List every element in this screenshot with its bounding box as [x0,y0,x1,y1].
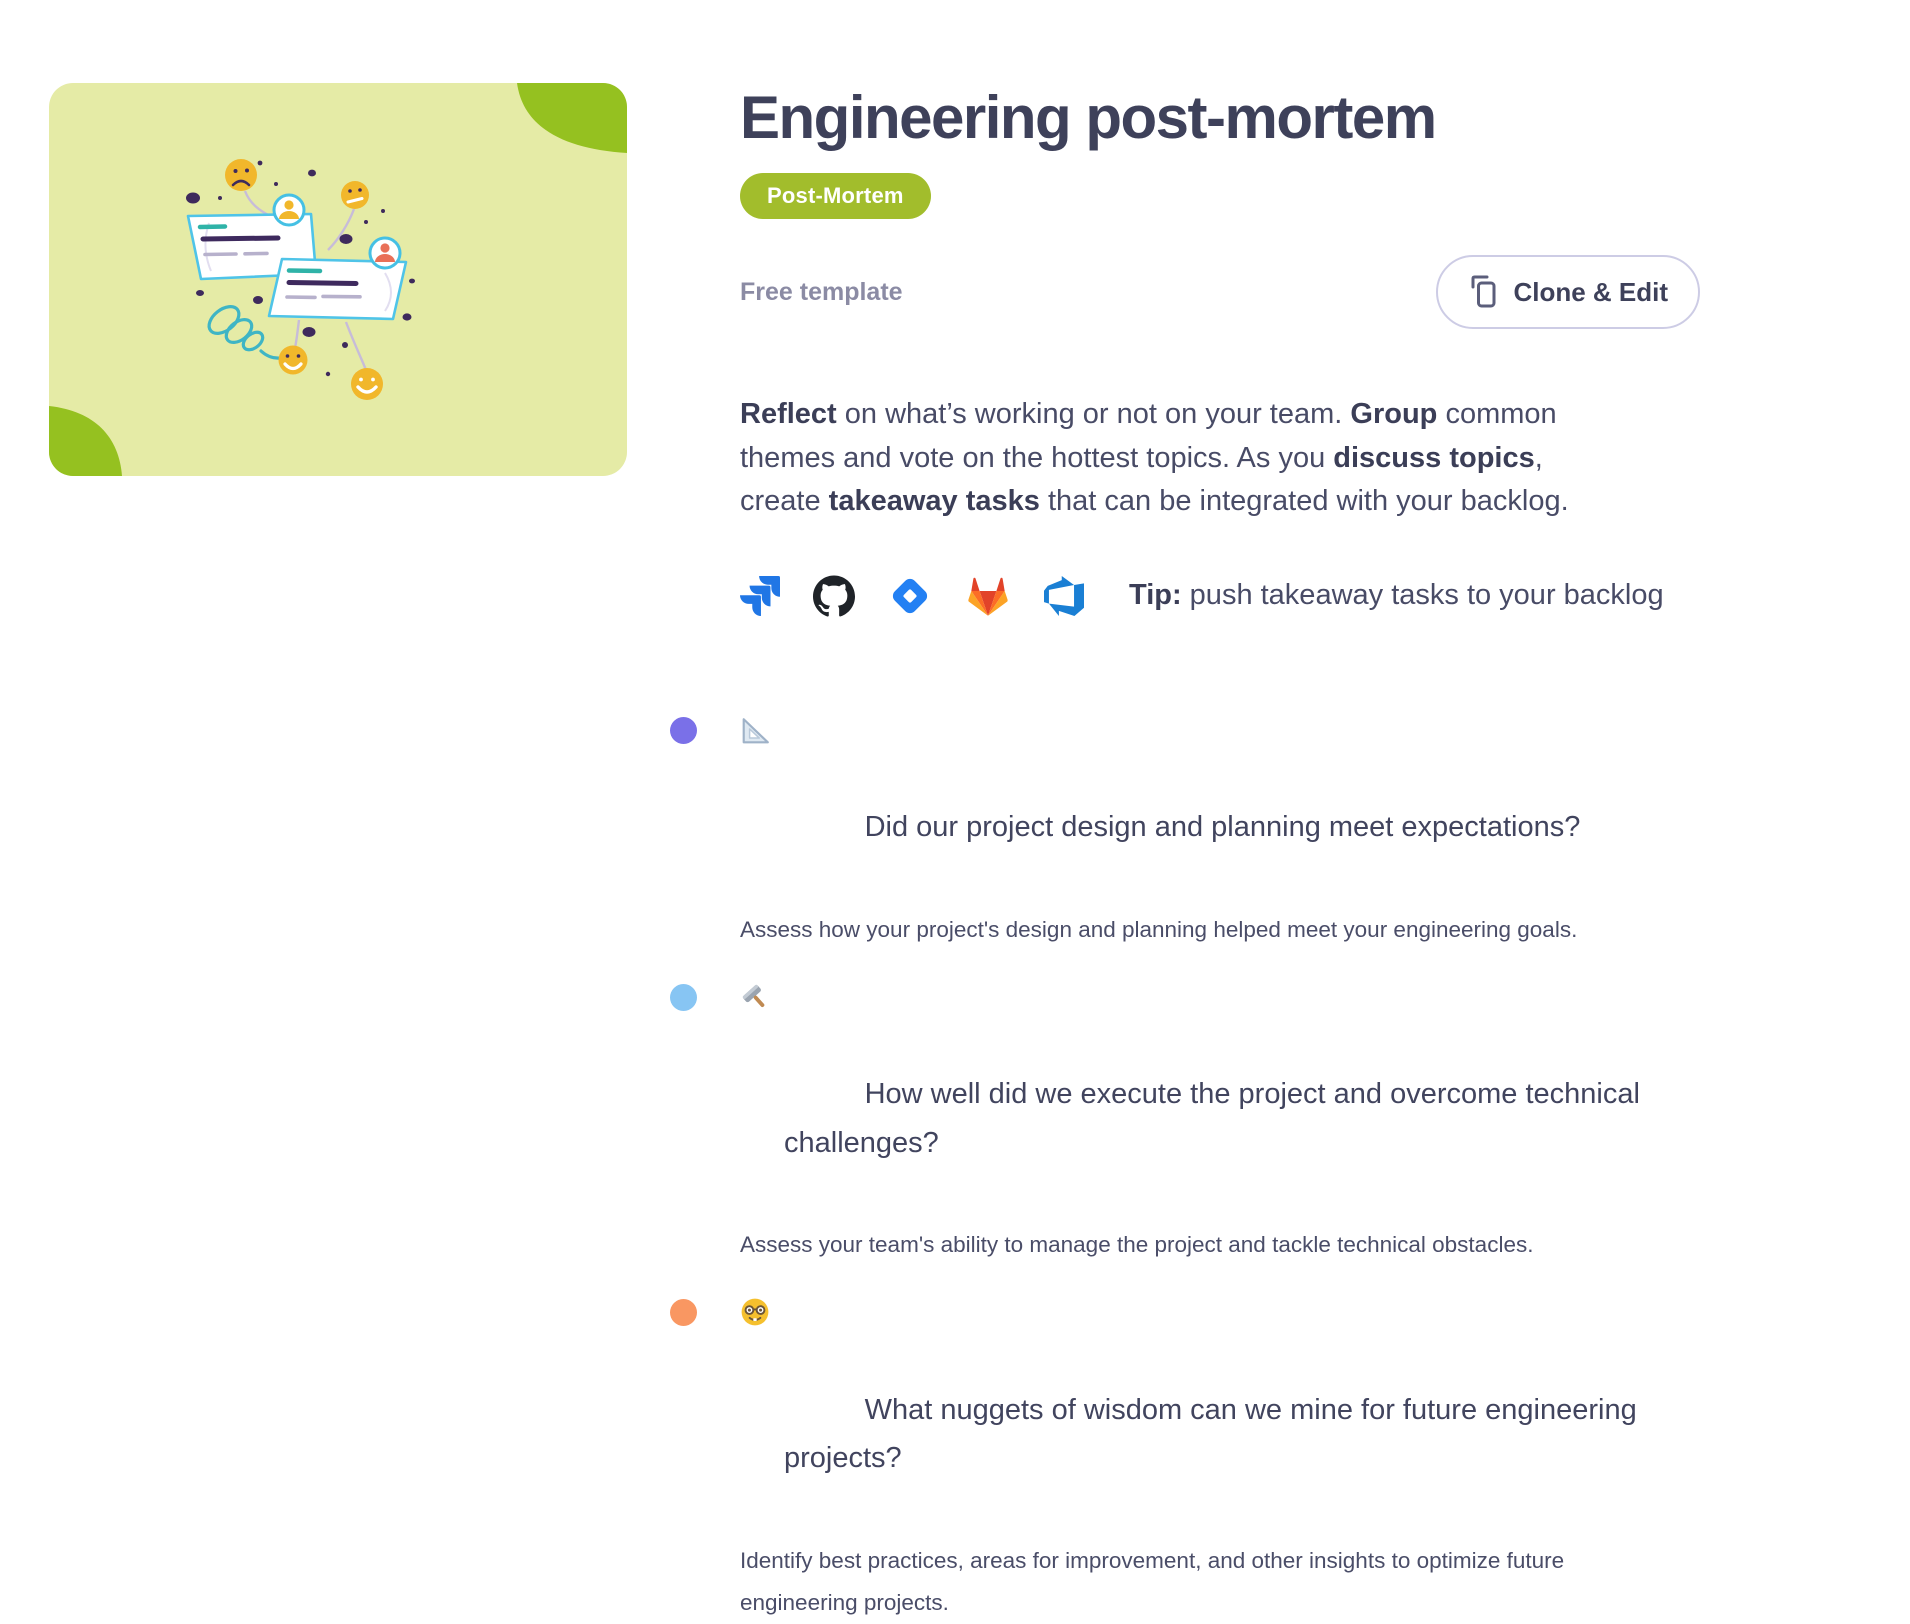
post-mortem-illustration [49,83,627,476]
integrations-tip: Tip: push takeaway tasks to your backlog [1129,579,1664,612]
prompt-list: Did our project design and planning meet… [740,706,1700,1624]
page-title: Engineering post-mortem [740,84,1700,151]
corner-blob-bottom-left [49,406,122,476]
meta-row: Free template Clone & Edit [740,255,1700,329]
template-details: Engineering post-mortem Post-Mortem Free… [740,84,1700,1624]
prompt-color-dot [670,1299,697,1326]
copy-icon [1468,274,1499,310]
jira-icon [740,576,780,616]
nerd-face-icon [740,1297,770,1327]
template-description: Reflect on what’s working or not on your… [740,393,1675,524]
prompt-color-dot [670,984,697,1011]
prompt-description: Identify best practices, areas for impro… [740,1540,1700,1624]
category-badge: Post-Mortem [740,173,931,219]
gitlab-icon [965,575,1011,617]
smiley-skeptical [341,181,369,209]
prompt-description: Assess how your project's design and pla… [740,909,1700,951]
prompt-item-design-planning: Did our project design and planning meet… [740,706,1700,951]
pricing-label: Free template [740,278,903,307]
prompt-color-dot [670,717,697,744]
jira-align-icon [888,574,932,618]
avatar-yellow [274,195,304,225]
template-detail-page: Engineering post-mortem Post-Mortem Free… [0,0,1910,1264]
prompt-description: Assess your team's ability to manage the… [740,1224,1700,1266]
hammer-icon [740,982,770,1012]
smiley-smile-left [279,346,308,375]
clone-edit-button[interactable]: Clone & Edit [1436,255,1700,329]
clone-edit-label: Clone & Edit [1513,277,1668,308]
corner-blob-top-right [517,83,627,153]
prompt-item-execution: How well did we execute the project and … [740,973,1700,1267]
smiley-frown [225,159,257,191]
prompt-title: How well did we execute the project and … [740,973,1700,1217]
github-icon [813,575,855,617]
smiley-smile-right [351,368,383,400]
triangular-ruler-icon [740,715,771,745]
azure-devops-icon [1044,576,1084,616]
prompt-title: What nuggets of wisdom can we mine for f… [740,1288,1700,1532]
avatar-red [370,238,400,268]
template-thumbnail [49,83,627,476]
prompt-item-lessons: What nuggets of wisdom can we mine for f… [740,1288,1700,1624]
prompt-title: Did our project design and planning meet… [740,706,1700,901]
integrations-row: Tip: push takeaway tasks to your backlog [740,574,1700,618]
